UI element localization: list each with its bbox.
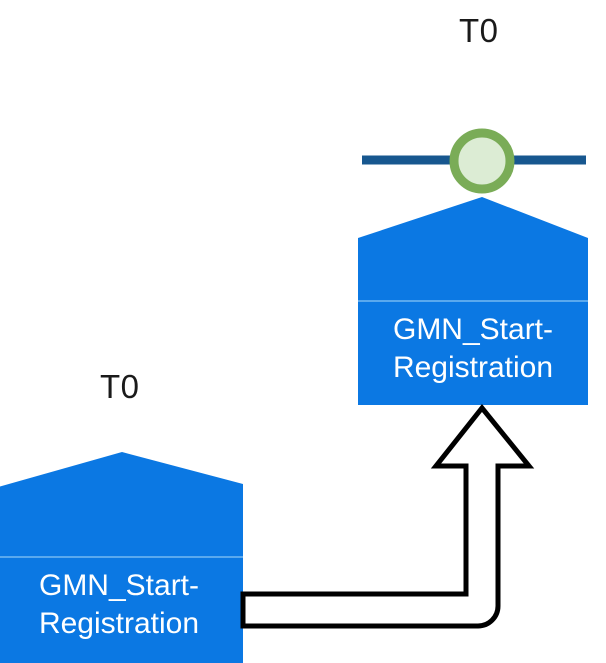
top-node-label: GMN_Start- Registration bbox=[358, 311, 588, 387]
top-node-label-line1: GMN_Start- bbox=[392, 313, 554, 346]
bottom-node-label-line1: GMN_Start- bbox=[38, 569, 200, 602]
bottom-node-label-line2: Registration bbox=[38, 607, 200, 640]
time-label-bottom: T0 bbox=[100, 368, 140, 405]
start-event-circle-icon[interactable] bbox=[449, 128, 515, 194]
bottom-node-label: GMN_Start- Registration bbox=[0, 567, 243, 643]
time-label-top: T0 bbox=[459, 12, 499, 49]
flow-arrow-connector[interactable] bbox=[240, 404, 535, 629]
top-node-label-line2: Registration bbox=[392, 351, 554, 384]
